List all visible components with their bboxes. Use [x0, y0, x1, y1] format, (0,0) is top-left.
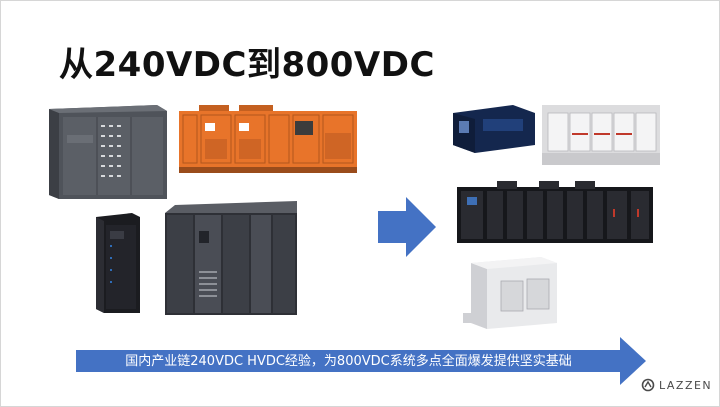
black-rack-row-image [457, 181, 653, 243]
lazzen-logo-icon [641, 378, 655, 392]
white-container-unit-image [463, 257, 557, 329]
orange-power-cabinet-image [179, 105, 357, 173]
arrow-right-icon [378, 197, 436, 257]
blue-container-image [453, 105, 535, 153]
banner-text: 国内产业链240VDC HVDC经验，为800VDC系统多点全面爆发提供坚实基础 [125, 354, 572, 369]
slide-title: 从240VDC到800VDC [59, 45, 435, 85]
gray-power-cabinet-image [49, 105, 167, 199]
banner-arrow-icon [76, 337, 646, 385]
gray-cabinet-row-image [165, 201, 297, 315]
white-power-room-image [542, 105, 660, 165]
logo-text: LAZZEN [659, 378, 713, 392]
lazzen-logo: LAZZEN [641, 378, 712, 392]
black-narrow-cabinet-image [96, 213, 140, 313]
